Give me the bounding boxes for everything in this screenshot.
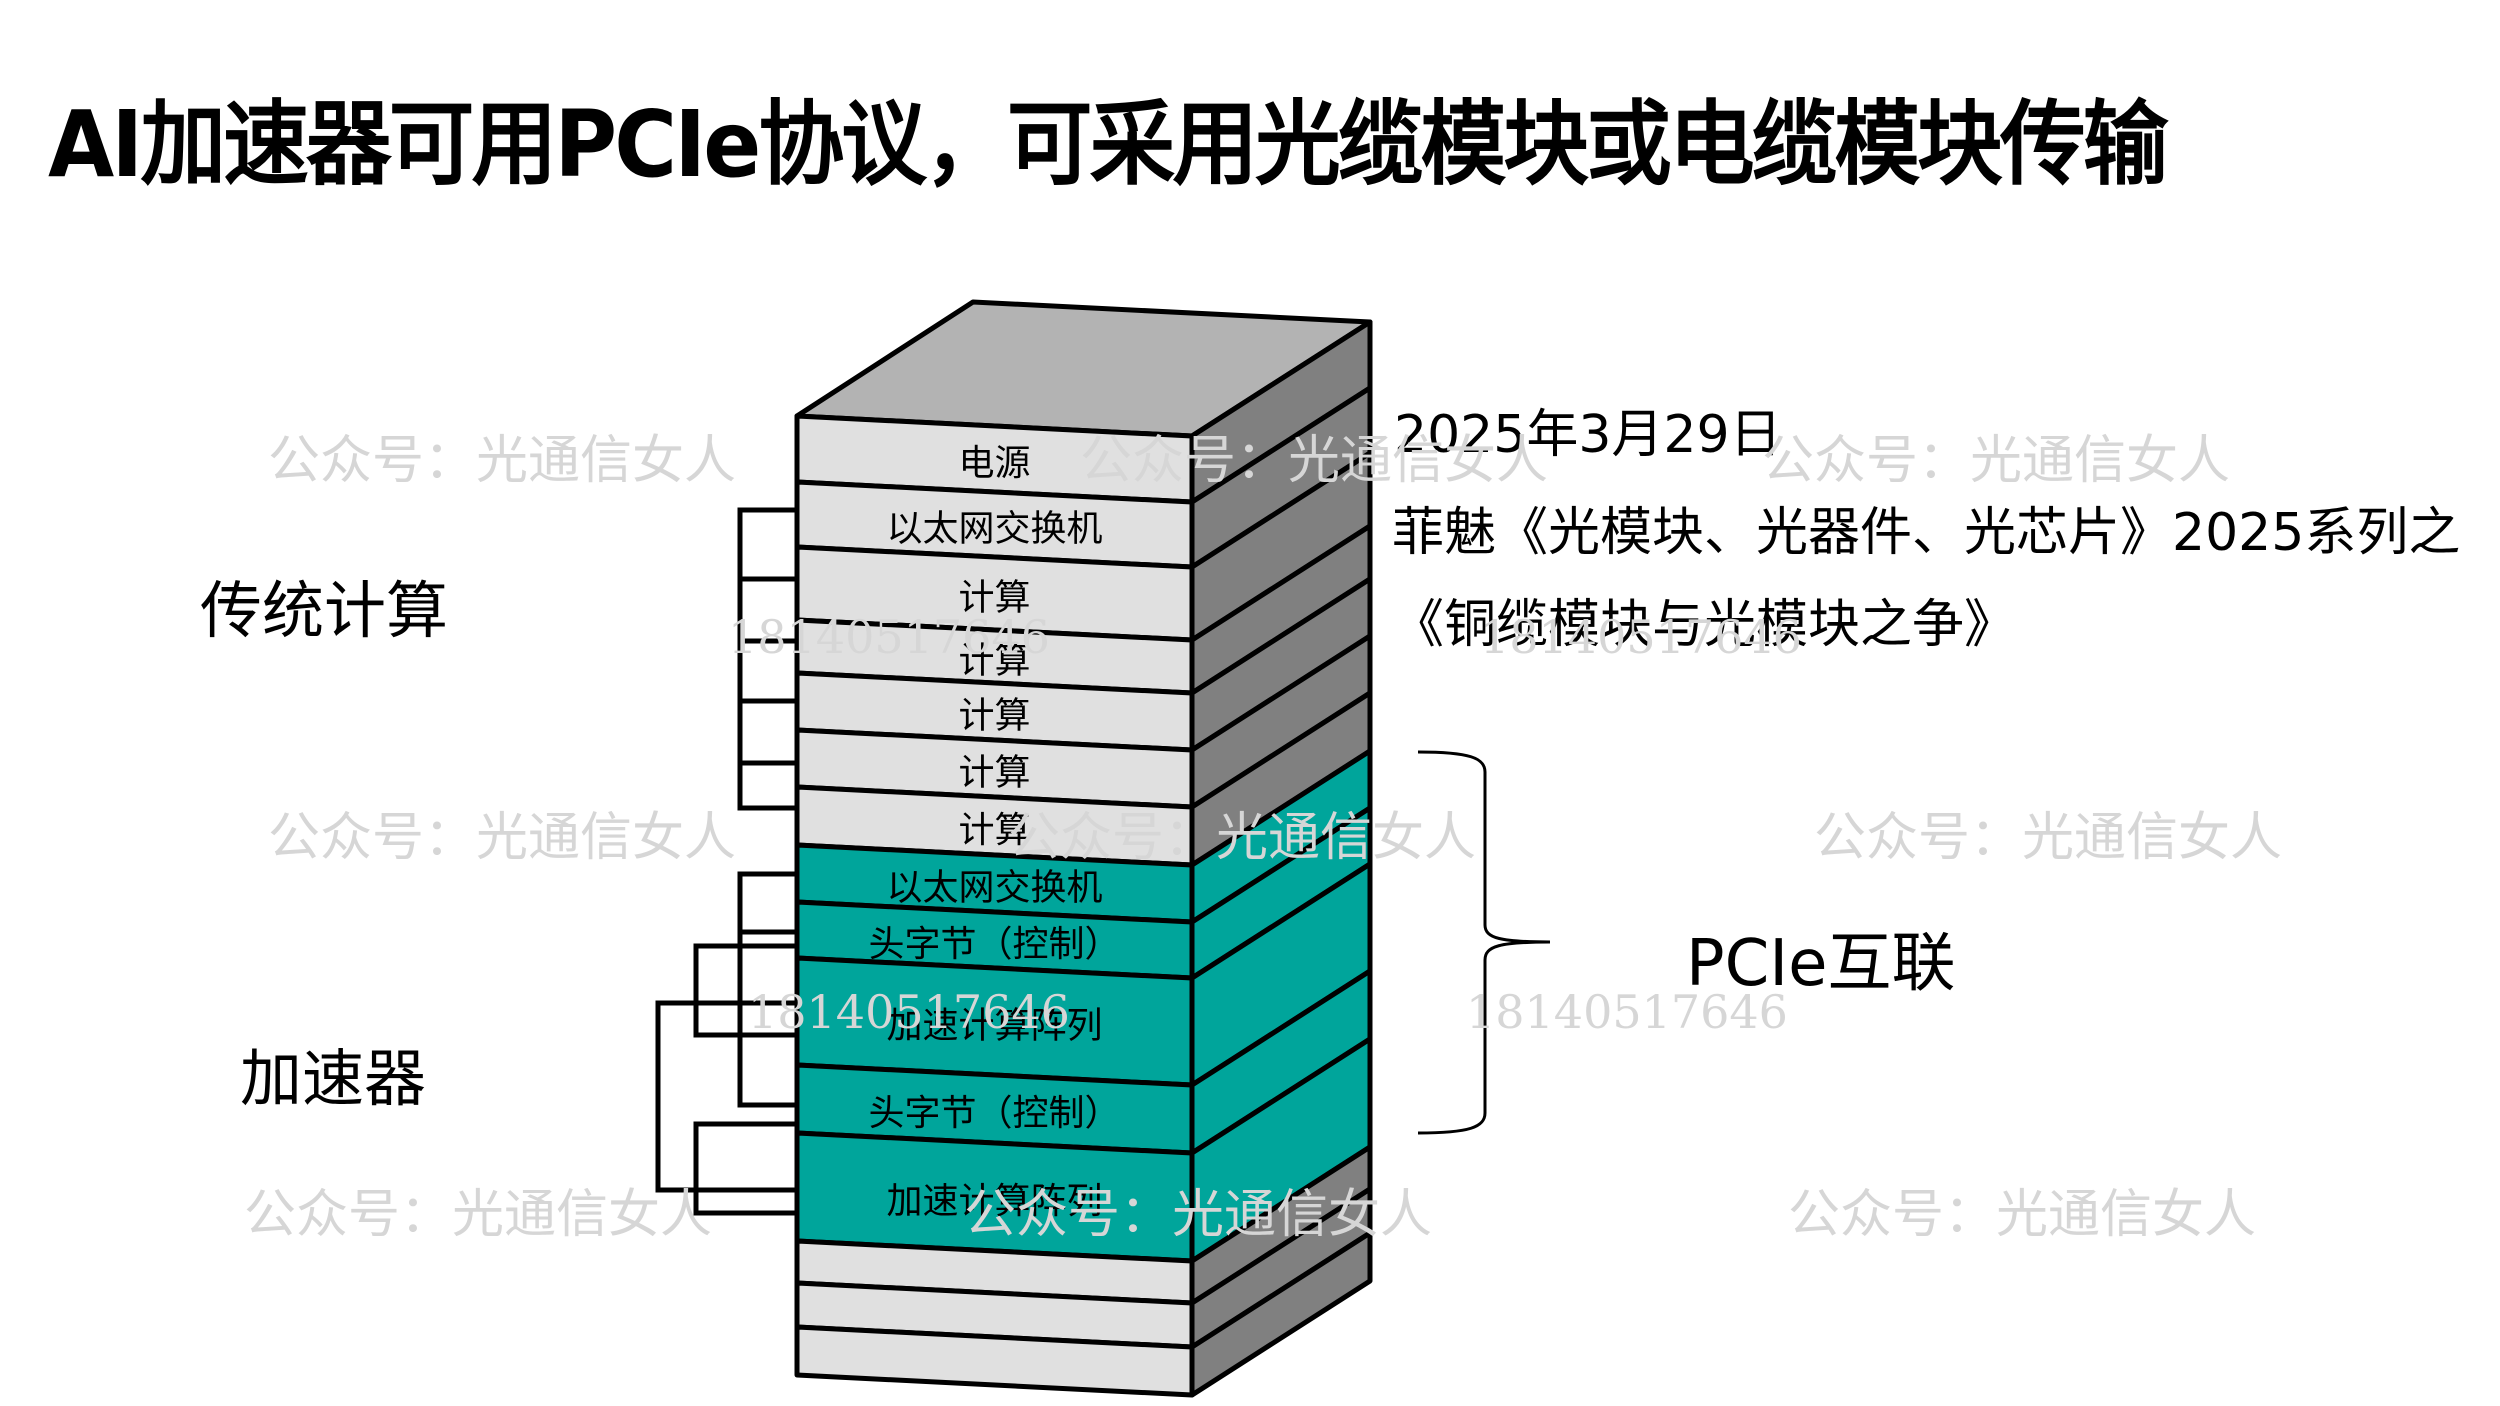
note-article: 《铜缆模块与光模块之争》 — [1392, 595, 2017, 655]
rack-row-label: 以太网交换机 — [886, 868, 1102, 909]
rack-row-label: 计算 — [958, 810, 1030, 851]
rack-row: 计算 — [794, 576, 1373, 753]
rack-row — [794, 1230, 1373, 1398]
rack-row-label: 计算 — [958, 578, 1030, 619]
rack-row: 头字节（控制） — [794, 805, 1373, 981]
label-pcie-interconnect: PCIe互联 — [1686, 927, 1956, 1001]
rack-row-side — [1189, 1230, 1373, 1398]
page-title: AI加速器可用PCIe协议，可采用光缆模块或电缆模块传输 — [48, 91, 2168, 198]
rack-row-label: 电源 — [958, 443, 1030, 484]
rack-row: 计算 — [794, 690, 1373, 868]
rack-row-label: 头字节（控制） — [868, 924, 1120, 965]
connector-lines — [655, 507, 798, 1216]
pcie-brace — [1417, 750, 1551, 1135]
rack-row-label: 加速计算阵列 — [886, 1006, 1102, 1047]
rack-row-label: 计算 — [958, 696, 1030, 737]
rack-row-label: 头字节（控制） — [868, 1093, 1120, 1134]
rack-row: 加速计算阵列 — [794, 861, 1373, 1088]
rack-row: 计算 — [794, 523, 1373, 696]
rack-row-label: 计算 — [958, 641, 1030, 682]
rack-row-label: 以太网交换机 — [886, 509, 1102, 550]
rack-row-label: 加速计算阵列 — [886, 1181, 1102, 1222]
note-series: 菲魅《光模块、光器件、光芯片》2025系列之 — [1392, 503, 2461, 563]
server-rack: 电源以太网交换机计算计算计算计算计算以太网交换机头字节（控制）加速计算阵列头字节… — [794, 299, 1373, 1398]
rack-row-label: 计算 — [958, 753, 1030, 794]
note-date: 2025年3月29日 — [1394, 405, 1782, 465]
rack-row: 以太网交换机 — [794, 385, 1373, 570]
rack-row: 加速计算阵列 — [794, 1036, 1373, 1264]
rack-row: 电源 — [794, 319, 1373, 505]
label-accelerator: 加速器 — [240, 1042, 427, 1115]
label-traditional-compute: 传统计算 — [200, 574, 449, 647]
